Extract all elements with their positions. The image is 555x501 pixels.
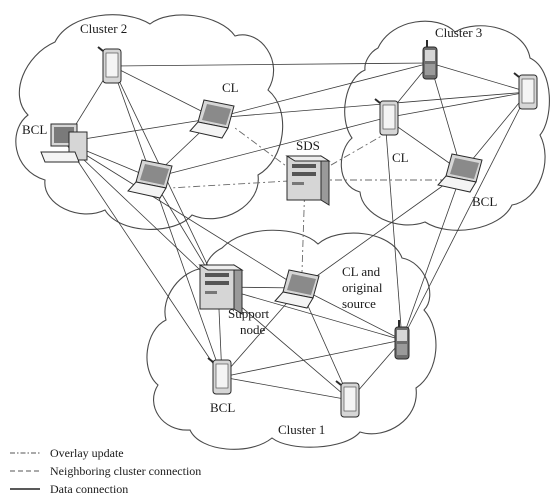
legend: Overlay update Neighboring cluster conne… [10,446,201,496]
bcl-cluster-2-label: BCL [22,122,47,137]
cl-cluster-2-label: CL [222,80,239,95]
cluster-2-cloud [15,14,284,230]
cluster-3-cloud [340,20,550,231]
bcl-cluster-1-label: BCL [210,400,235,415]
cl-original-label-line-3: source [342,296,376,311]
server-icon [286,155,330,206]
cluster-1-cloud [146,229,437,450]
support-node-label-line-1: Support [228,306,270,321]
data-connections [64,62,529,401]
legend-data-connection: Data connection [50,482,128,496]
cl-original-label-line-2: original [342,280,383,295]
cluster-1-label: Cluster 1 [278,422,325,437]
legend-overlay-update: Overlay update [50,446,124,460]
cl-original-label-line-1: CL and [342,264,381,279]
cluster-3-label: Cluster 3 [435,25,482,40]
sds-label: SDS [296,138,320,153]
bcl-cluster-3-label: BCL [472,194,497,209]
support-node-label-line-2: node [240,322,266,337]
cluster-2-label: Cluster 2 [80,21,127,36]
legend-neighboring: Neighboring cluster connection [50,464,201,478]
cl-cluster-3-label: CL [392,150,409,165]
